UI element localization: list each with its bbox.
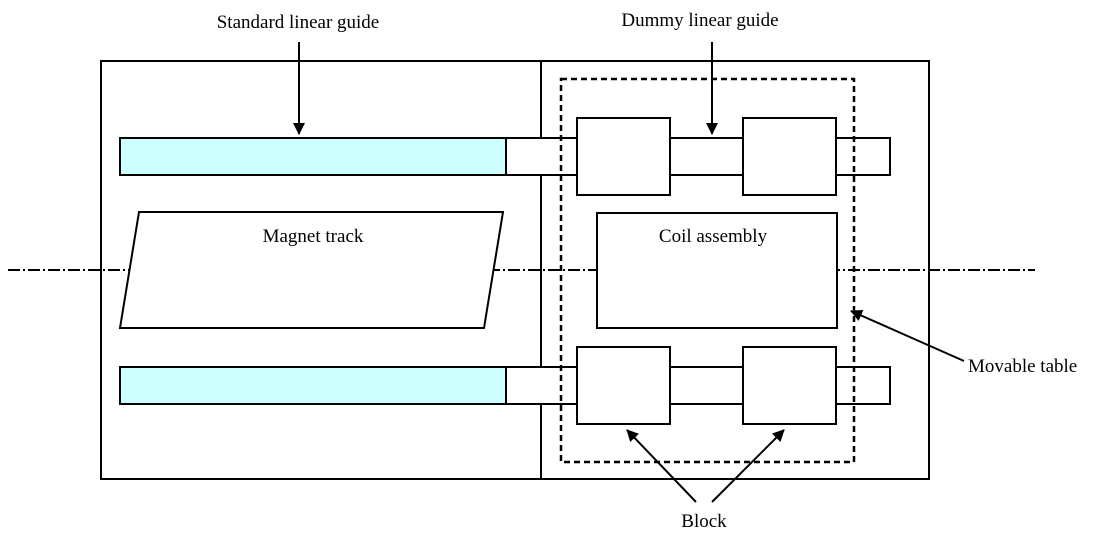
label-movable-table: Movable table	[968, 356, 1077, 377]
block-bottom-left	[576, 346, 671, 425]
arrow-movable-table	[850, 309, 965, 362]
label-block: Block	[681, 511, 727, 532]
block-top-right	[742, 117, 837, 196]
movable-table-outline	[559, 77, 856, 464]
standard-rail-top	[119, 137, 507, 176]
arrow-block-right	[711, 429, 785, 503]
standard-rail-bottom	[119, 366, 507, 405]
magnet-track	[118, 211, 505, 329]
block-bottom-right	[742, 346, 837, 425]
label-magnet-track: Magnet track	[263, 226, 364, 247]
label-standard-linear-guide: Standard linear guide	[217, 12, 380, 33]
coil-assembly	[596, 212, 838, 329]
arrow-block-left	[626, 429, 697, 503]
label-dummy-linear-guide: Dummy linear guide	[621, 10, 778, 31]
label-coil-assembly: Coil assembly	[659, 226, 768, 247]
block-top-left	[576, 117, 671, 196]
